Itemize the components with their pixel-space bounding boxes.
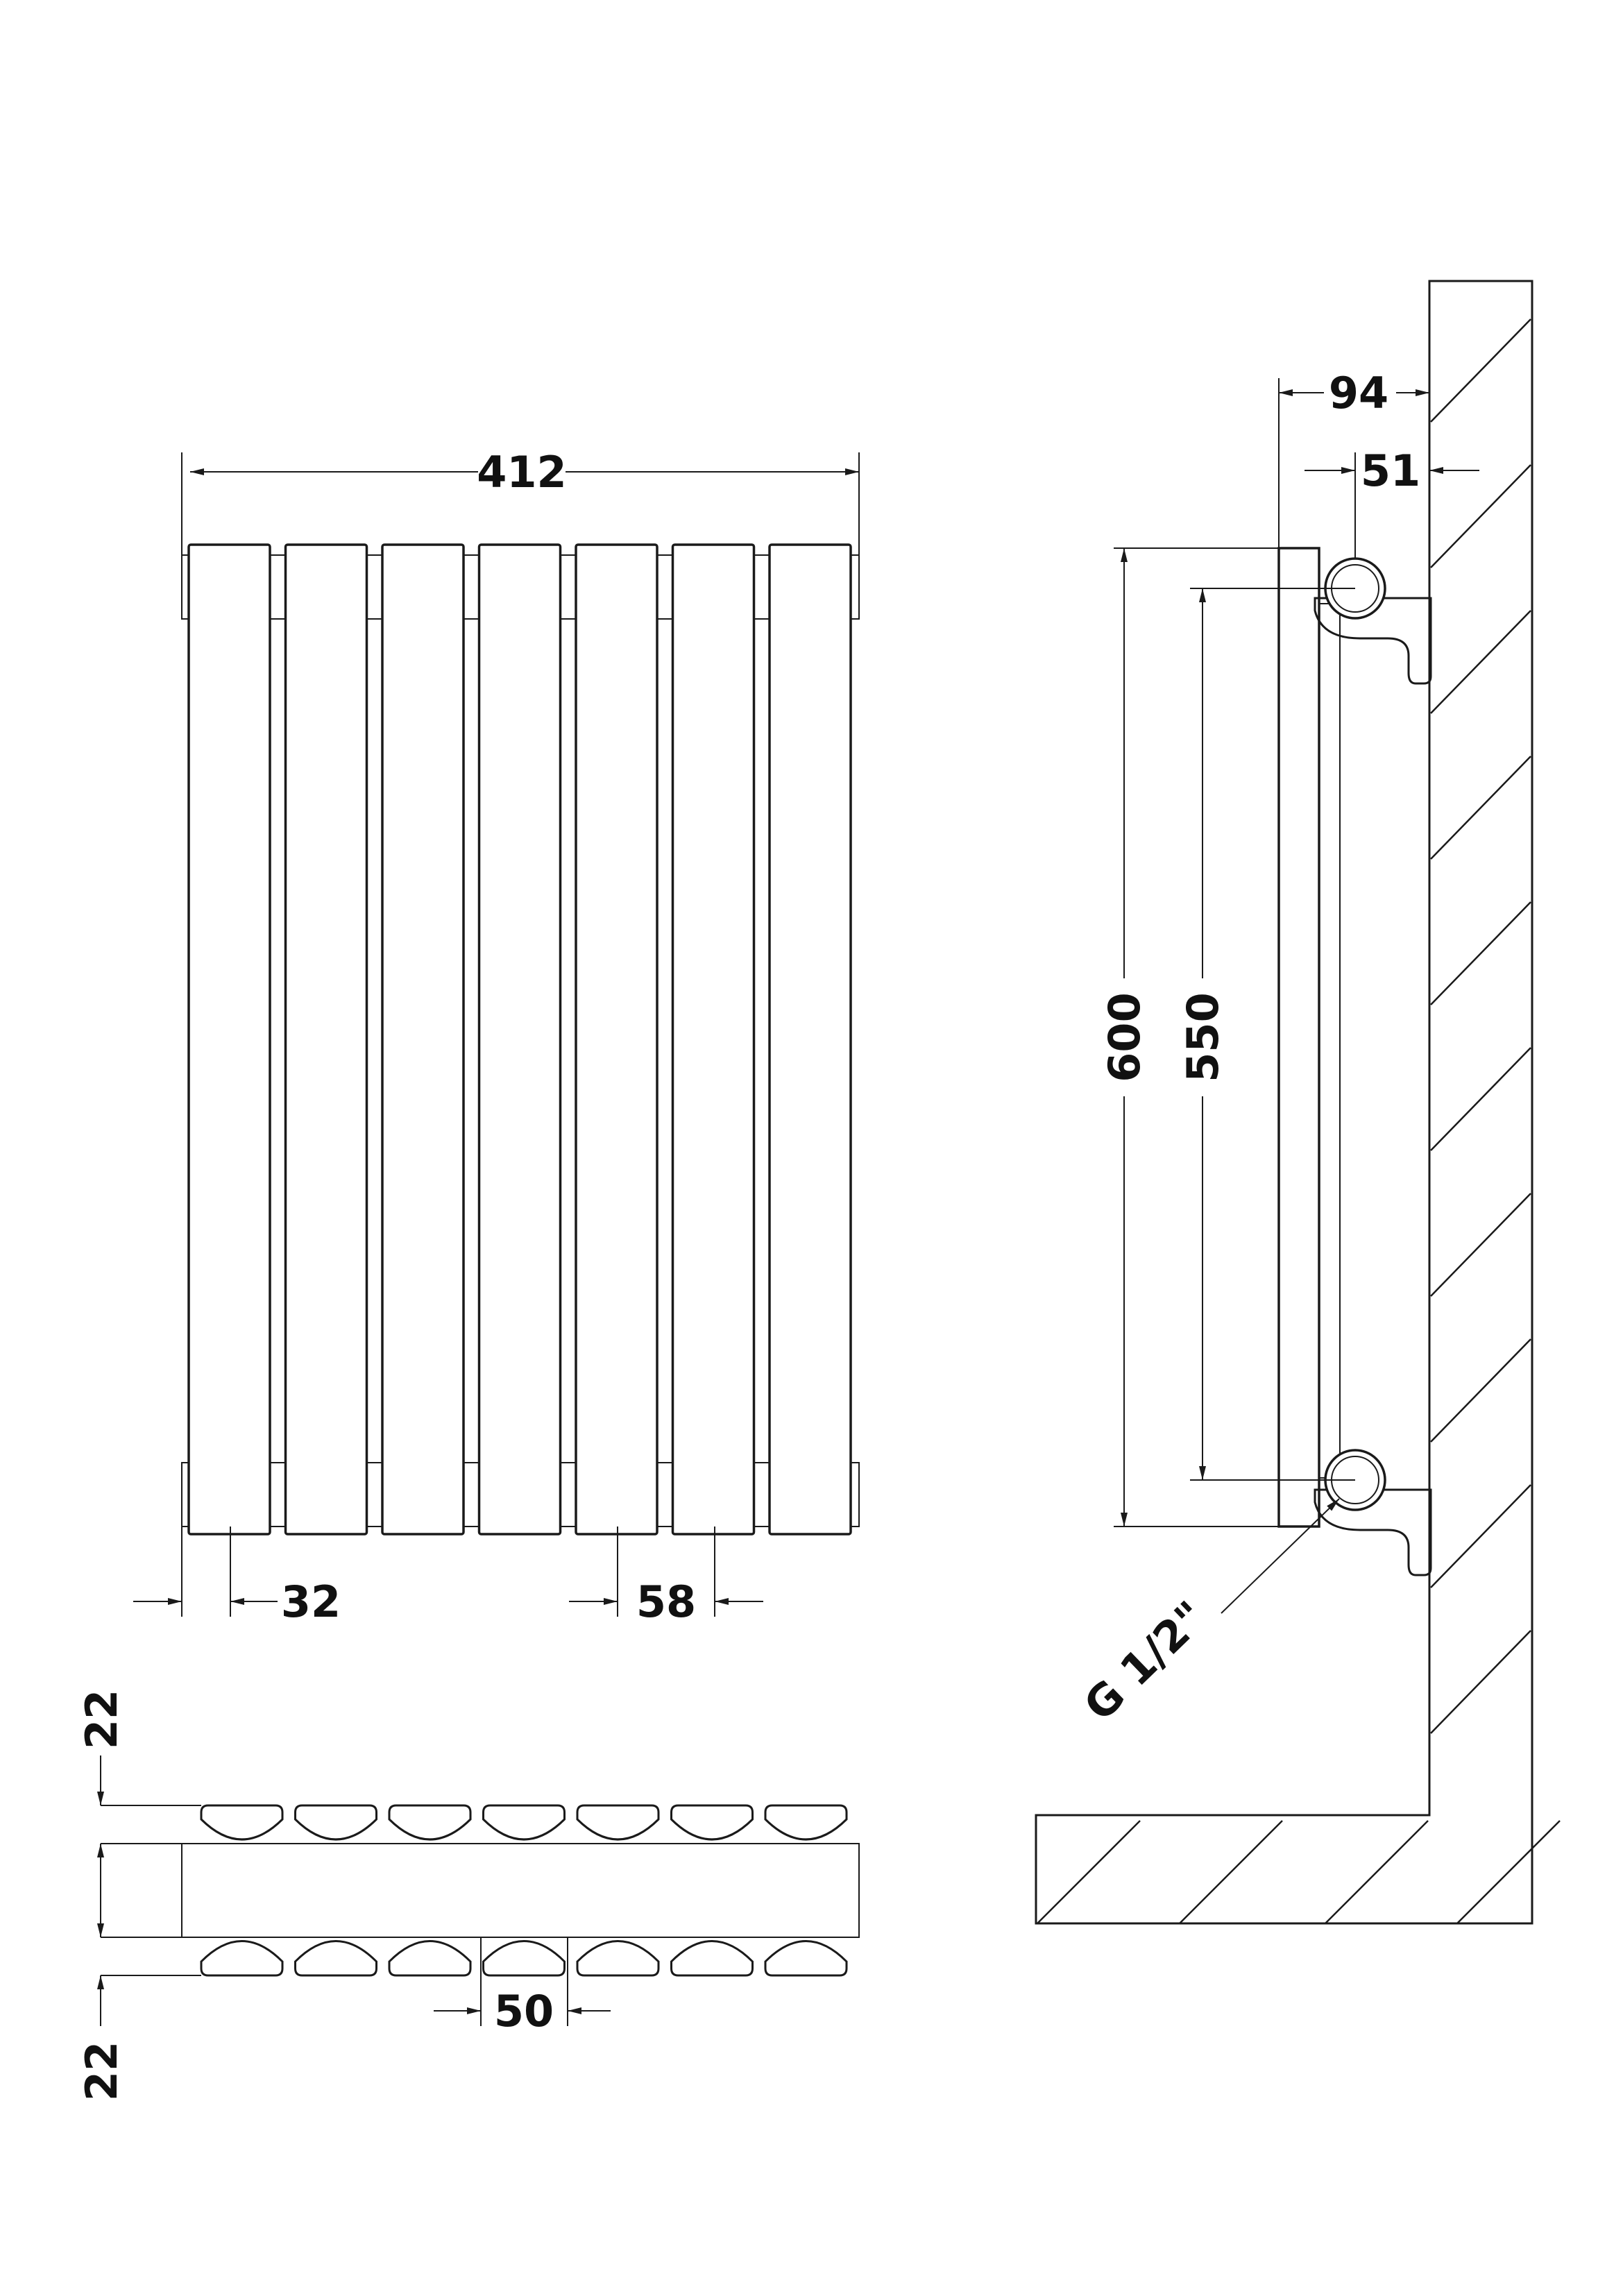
hatch-line-8 <box>1430 1338 1531 1443</box>
plan-tube-bottom-4 <box>482 1940 566 1977</box>
hatch-line-4 <box>1430 756 1531 860</box>
plan-tube-top-1 <box>200 1804 284 1841</box>
front-panels <box>187 543 852 1536</box>
plan-tube-top-2 <box>294 1804 377 1841</box>
dim-top-depth: 22 <box>76 1690 127 1749</box>
hatch-line-14 <box>1456 1820 1561 1924</box>
hatch-line-11 <box>1037 1820 1141 1924</box>
plan-tube-bottom-1 <box>200 1940 284 1977</box>
top-bracket <box>1314 597 1432 685</box>
dim-connection: G 1/2" <box>1074 1591 1216 1730</box>
front-panel-1 <box>187 543 271 1536</box>
dim-panel-pitch: 58 <box>636 1576 696 1627</box>
dim-depth-total: 94 <box>1329 368 1388 418</box>
hatch-line-2 <box>1430 464 1531 568</box>
front-panel-2 <box>284 543 368 1536</box>
plan-tube-top-5 <box>576 1804 660 1841</box>
hatch-line-10 <box>1430 1630 1531 1734</box>
plan-top-row <box>200 1804 848 1841</box>
bottom-bracket <box>1314 1488 1432 1576</box>
front-panel-6 <box>671 543 756 1536</box>
plan-tube-bottom-2 <box>294 1940 377 1977</box>
hatch-line-5 <box>1430 901 1531 1005</box>
plan-tube-bottom-5 <box>576 1940 660 1977</box>
side-panel-front <box>1277 547 1320 1528</box>
hatch-line-7 <box>1430 1193 1531 1297</box>
wall-hatch <box>1037 318 1561 1924</box>
hatch-line-6 <box>1430 1047 1531 1151</box>
front-panel-3 <box>381 543 465 1536</box>
plan-tube-top-4 <box>482 1804 566 1841</box>
plan-view: 22 22 50 <box>76 1690 860 2101</box>
plan-tube-top-6 <box>670 1804 754 1841</box>
plan-tube-bottom-6 <box>670 1940 754 1977</box>
plan-bottom-row <box>200 1940 848 1977</box>
hatch-line-13 <box>1325 1820 1429 1924</box>
hatch-line-9 <box>1430 1484 1531 1588</box>
side-view: 94 51 600 550 G 1/2" <box>1035 280 1561 1925</box>
plan-header-bar <box>181 1843 860 1938</box>
wall-section <box>1035 280 1533 1925</box>
plan-tube-bottom-7 <box>764 1940 848 1977</box>
dim-pipe-centres: 550 <box>1178 992 1228 1082</box>
dim-plan-pitch: 50 <box>494 1986 554 2036</box>
side-panel-back <box>1318 603 1341 1479</box>
plan-tube-top-7 <box>764 1804 848 1841</box>
dim-edge-offset: 32 <box>281 1576 341 1627</box>
front-panel-7 <box>768 543 852 1536</box>
dim-overall-width: 412 <box>477 447 566 498</box>
dim-depth-pipe: 51 <box>1361 445 1420 496</box>
front-view: 412 32 58 <box>133 447 860 1627</box>
front-panel-4 <box>477 543 562 1536</box>
dim-height-total: 600 <box>1099 992 1150 1082</box>
plan-tube-top-3 <box>388 1804 472 1841</box>
plan-tube-bottom-3 <box>388 1940 472 1977</box>
dim-bottom-depth: 22 <box>76 2041 127 2101</box>
hatch-line-12 <box>1179 1820 1283 1924</box>
hatch-line-3 <box>1430 610 1531 714</box>
hatch-line-1 <box>1430 318 1531 423</box>
front-panel-5 <box>575 543 658 1536</box>
